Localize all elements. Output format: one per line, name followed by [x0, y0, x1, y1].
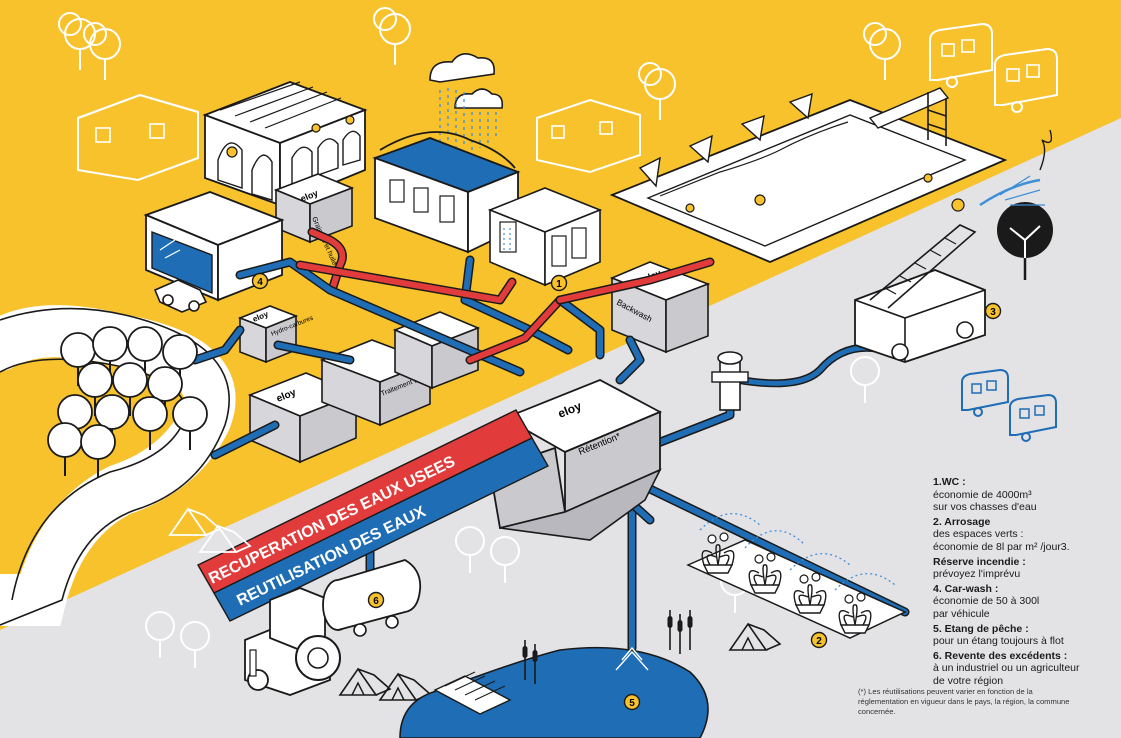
marker-5: 5 — [623, 693, 641, 711]
legend-revente: 6. Revente des excédents : à un industri… — [933, 650, 1118, 688]
footnote: (*) Les réutilisations peuvent varier en… — [858, 687, 1070, 716]
legend-carwash-title: 4. Car-wash : — [933, 582, 999, 595]
legend-revente-desc1: à un industriel ou un agriculteur — [933, 662, 1080, 675]
legend-peche-title: 5. Etang de pêche : — [933, 622, 1029, 635]
legend-incendie: Réserve incendie : prévoyez l'imprévu — [933, 556, 1118, 581]
legend-arrosage-desc1: des espaces verts : — [933, 528, 1024, 541]
svg-text:4: 4 — [257, 277, 263, 288]
tank-backwash: eloy Backwash — [609, 261, 711, 354]
legend-arrosage: 2. Arrosage des espaces verts : économie… — [933, 516, 1118, 554]
legend-carwash-desc2: par véhicule — [933, 607, 990, 620]
legend-peche-desc: pour un étang toujours à flot — [933, 635, 1064, 648]
svg-text:2: 2 — [816, 636, 822, 647]
legend-wc: 1.WC : économie de 4000m³ sur vos chasse… — [933, 476, 1118, 514]
sanitary-block — [372, 131, 603, 287]
marker-3: 3 — [984, 302, 1002, 320]
legend-carwash-desc1: économie de 50 à 300l — [933, 595, 1040, 608]
svg-text:6: 6 — [373, 596, 379, 607]
svg-text:3: 3 — [990, 307, 996, 318]
svg-text:1: 1 — [556, 279, 562, 290]
outline-cabins — [77, 93, 641, 182]
marker-4: 4 — [251, 272, 269, 290]
fishing-pond — [399, 609, 709, 738]
legend-peche: 5. Etang de pêche : pour un étang toujou… — [933, 623, 1118, 648]
fire-hydrant — [711, 351, 749, 411]
rain-cloud — [429, 53, 504, 155]
legend-incendie-title: Réserve incendie : — [933, 555, 1026, 568]
legend-wc-desc2: sur vos chasses d'eau — [933, 501, 1037, 514]
legend-arrosage-desc2: économie de 8l par m² /jour3. — [933, 540, 1070, 553]
flower-bed — [686, 512, 907, 639]
carwash-building — [143, 191, 285, 313]
marker-2: 2 — [810, 631, 828, 649]
tractor — [244, 587, 341, 696]
legend: 1.WC : économie de 4000m³ sur vos chasse… — [933, 476, 1118, 690]
legend-wc-desc1: économie de 4000m³ — [933, 488, 1032, 501]
building-hall — [202, 81, 368, 207]
treatment-plant: eloy Traitement des eaux usées — [247, 311, 481, 464]
svg-text:5: 5 — [629, 698, 635, 709]
legend-incendie-desc: prévoyez l'imprévu — [933, 568, 1021, 581]
legend-carwash: 4. Car-wash : économie de 50 à 300l par … — [933, 583, 1118, 621]
fire-truck — [854, 198, 986, 363]
legend-revente-desc2: de votre région — [933, 674, 1004, 687]
tank-trailer — [322, 559, 422, 637]
banner-blue — [213, 437, 549, 622]
number-markers: 1 2 3 4 5 6 — [251, 272, 1002, 711]
marker-6: 6 — [367, 591, 385, 609]
legend-revente-title: 6. Revente des excédents : — [933, 649, 1068, 662]
swimming-pool — [609, 87, 1008, 263]
burning-tree — [979, 129, 1053, 280]
legend-arrosage-title: 2. Arrosage — [933, 515, 991, 528]
legend-wc-title: 1.WC : — [933, 476, 966, 488]
path-outline-top — [0, 307, 230, 626]
marker-1: 1 — [550, 274, 568, 292]
